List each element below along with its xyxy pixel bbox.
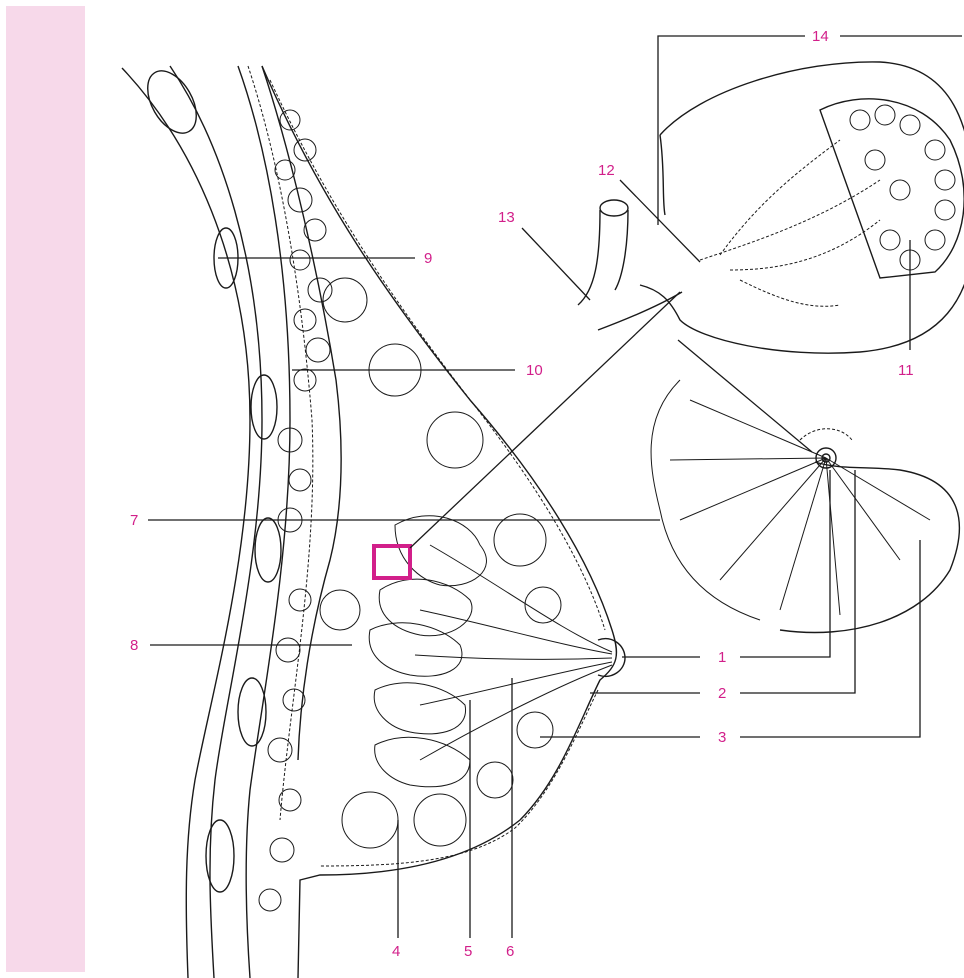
label-14: 14 — [812, 28, 829, 45]
label-6: 6 — [506, 943, 514, 960]
label-13: 13 — [498, 209, 515, 226]
label-3: 3 — [718, 729, 726, 746]
label-9: 9 — [424, 250, 432, 267]
nipple — [598, 639, 625, 677]
leader-lines — [148, 36, 962, 938]
breast-outline — [262, 66, 616, 978]
label-12: 12 — [598, 162, 615, 179]
lobule-enlargement — [578, 62, 964, 353]
label-10: 10 — [526, 362, 543, 379]
glandular-lobes — [369, 516, 612, 787]
highlight-box — [374, 546, 410, 578]
label-1: 1 — [718, 649, 726, 666]
label-5: 5 — [464, 943, 472, 960]
label-8: 8 — [130, 637, 138, 654]
label-11: 11 — [898, 362, 914, 379]
label-7: 7 — [130, 512, 138, 529]
label-4: 4 — [392, 943, 400, 960]
label-2: 2 — [718, 685, 726, 702]
frontal-view — [651, 380, 959, 633]
